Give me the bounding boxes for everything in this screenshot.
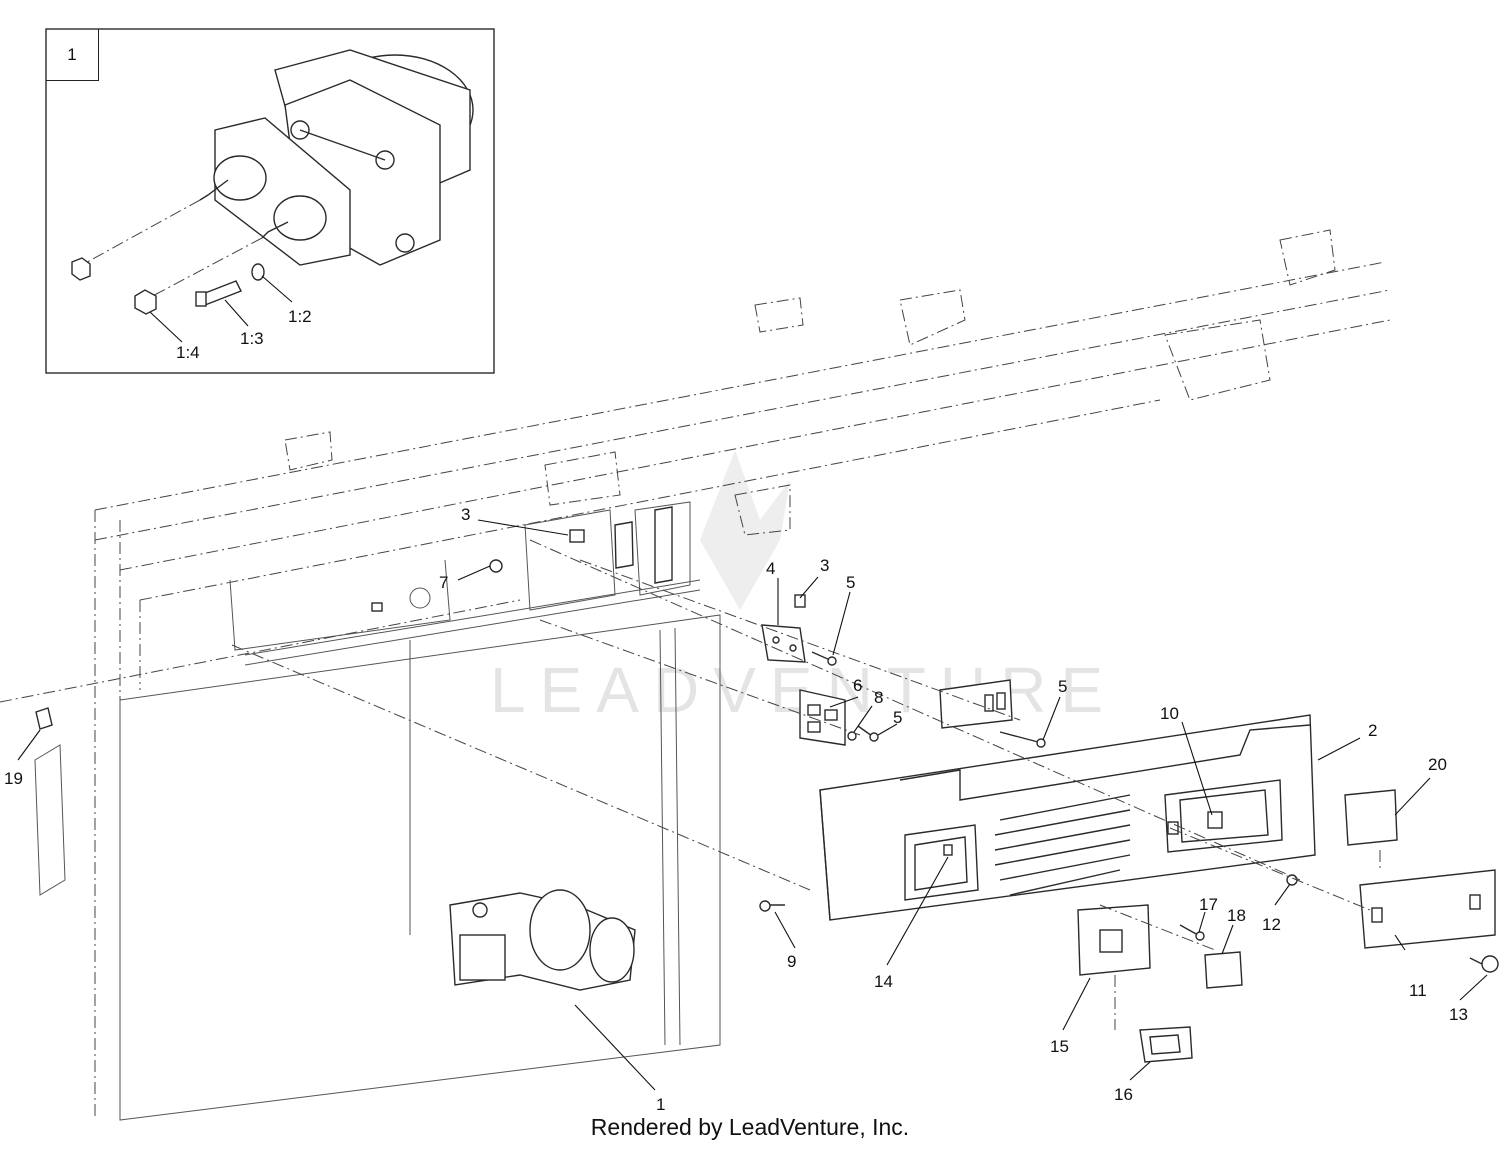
switch-opening-14 [904, 824, 979, 901]
inset-box [45, 28, 495, 374]
inset-nut-1-4 [134, 289, 157, 315]
callout-10: 10 [1160, 704, 1179, 723]
inset-nut-1 [71, 257, 91, 281]
washer-12 [1286, 874, 1298, 886]
clip-3 [794, 594, 806, 608]
panel-hole [409, 587, 431, 609]
wiper-motor-1 [449, 889, 636, 991]
callout-19: 19 [4, 769, 23, 788]
dash-panel [34, 501, 721, 1121]
callout-5b: 5 [1058, 677, 1067, 696]
callout-14: 14 [874, 972, 893, 991]
clip-3-upper [569, 529, 585, 543]
callout-3a: 3 [461, 505, 470, 524]
bracket-clip-right [654, 506, 673, 584]
knob-13 [1469, 955, 1499, 973]
label-18 [1204, 951, 1243, 989]
callout-16: 16 [1114, 1085, 1133, 1104]
callout-5a: 5 [846, 573, 855, 592]
screw-5-top [811, 651, 837, 666]
callout-11: 11 [1409, 981, 1427, 1000]
callout-1: 1 [656, 1095, 665, 1114]
callout-7: 7 [439, 573, 448, 592]
callout-1-3: 1:3 [240, 329, 264, 348]
callout-6: 6 [853, 676, 862, 695]
switch-recess-10 [1164, 779, 1283, 853]
terminal-block-6 [799, 689, 846, 746]
callout-9: 9 [787, 952, 796, 971]
callout-12: 12 [1262, 915, 1281, 934]
inset-washer-1-2 [251, 263, 265, 281]
bracket-clip-upper [614, 521, 634, 569]
vent-grille [994, 794, 1131, 896]
switch-plate-15 [1077, 904, 1151, 976]
screw-17 [1179, 924, 1205, 941]
callout-13: 13 [1449, 1005, 1468, 1024]
stud [371, 602, 383, 612]
footer-credit: Rendered by LeadVenture, Inc. [590, 1114, 910, 1140]
assembly-lines [0, 539, 1381, 1030]
callout-4: 4 [766, 559, 775, 578]
screw-5-mid [857, 725, 879, 742]
clip-19 [35, 707, 53, 730]
watermark-logo [700, 450, 790, 610]
inset-bolt-1-3 [195, 280, 242, 307]
callout-5c: 5 [893, 708, 902, 727]
callout-3b: 3 [820, 556, 829, 575]
screw-9 [759, 900, 785, 912]
callout-1-2: 1:2 [288, 307, 312, 326]
inset-box-label: 1 [46, 29, 99, 81]
bracket-4 [761, 624, 806, 663]
callout-8: 8 [874, 688, 883, 707]
label-20 [1344, 789, 1398, 846]
rocker-switch-16 [1139, 1026, 1193, 1063]
callout-2: 2 [1368, 721, 1377, 740]
callout-1-4: 1:4 [176, 343, 200, 362]
callout-17: 17 [1199, 895, 1218, 914]
inset-motor-assembly [199, 49, 474, 266]
callout-20: 20 [1428, 755, 1447, 774]
roll-cage-frame [94, 229, 1391, 1120]
screw-5-right [999, 731, 1046, 748]
grommet-7 [489, 559, 503, 573]
leader-lines [17, 519, 1488, 1091]
callout-18: 18 [1227, 906, 1246, 925]
callout-15: 15 [1050, 1037, 1069, 1056]
cover-plate-11 [1359, 869, 1496, 949]
